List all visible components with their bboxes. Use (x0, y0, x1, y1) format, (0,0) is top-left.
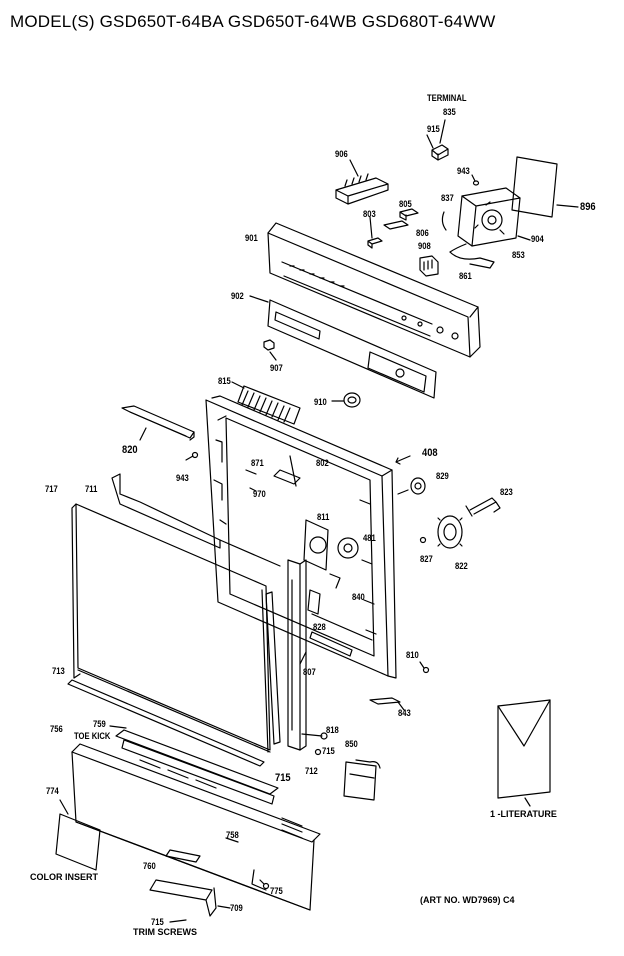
part-829 (397, 477, 426, 495)
label-toe-kick: TOE KICK (74, 731, 111, 741)
label-terminal: TERMINAL (427, 93, 467, 103)
overlay-902 (249, 295, 437, 399)
label-art-no: (ART NO. WD7969) C4 (420, 895, 515, 905)
label-810: 810 (406, 650, 419, 660)
label-906: 906 (335, 149, 348, 159)
label-822: 822 (455, 561, 468, 571)
label-818: 818 (326, 725, 339, 735)
label-803: 803 (363, 209, 376, 219)
label-717: 717 (45, 484, 58, 494)
parts-908-861 (419, 243, 495, 277)
label-color-insert: COLOR INSERT (30, 872, 99, 882)
toe-kick-759 (109, 725, 279, 805)
clip-758 (225, 837, 239, 843)
label-811: 811 (317, 512, 330, 522)
hinge-843 (369, 697, 405, 711)
label-907: 907 (270, 363, 283, 373)
label-910: 910 (314, 397, 327, 407)
label-759: 759 (93, 719, 106, 729)
label-literature: 1 -LITERATURE (490, 809, 557, 819)
label-820: 820 (122, 444, 138, 456)
trim-screw-715 (169, 919, 187, 923)
terminal-part (426, 119, 449, 161)
label-827: 827 (420, 554, 433, 564)
label-806: 806 (416, 228, 429, 238)
screw-943-top (471, 174, 480, 186)
label-943-mid: 943 (176, 473, 189, 483)
label-901: 901 (245, 233, 258, 243)
label-481: 481 (363, 533, 376, 543)
side-trim-strip (265, 591, 281, 745)
diagram-title: MODEL(S) GSD650T-64BA GSD650T-64WB GSD68… (10, 12, 496, 31)
label-715-a: 715 (322, 746, 335, 756)
gear-822 (437, 515, 463, 549)
label-709: 709 (230, 903, 243, 913)
label-756: 756 (50, 724, 63, 734)
screws-818-715 (301, 732, 328, 756)
label-807: 807 (303, 667, 316, 677)
button-907 (263, 339, 277, 361)
label-896: 896 (580, 201, 596, 213)
label-902: 902 (231, 291, 244, 301)
label-837: 837 (441, 193, 454, 203)
color-insert-774 (55, 799, 101, 871)
label-828: 828 (313, 622, 326, 632)
label-713: 713 (52, 666, 65, 676)
label-774: 774 (46, 786, 59, 796)
knob-910 (331, 392, 361, 408)
label-915: 915 (427, 124, 440, 134)
card-896 (511, 156, 579, 218)
label-840: 840 (352, 592, 365, 602)
toe-kick-756 (71, 743, 321, 911)
vent-815 (231, 381, 301, 425)
label-823: 823 (500, 487, 513, 497)
label-802: 802 (316, 458, 329, 468)
console-panel-901 (267, 222, 481, 358)
label-843: 843 (398, 708, 411, 718)
screw-810 (419, 661, 430, 674)
door-panel-717 (67, 503, 271, 767)
label-715-c: 715 (151, 917, 164, 927)
handle-820 (121, 405, 195, 441)
label-835: 835 (443, 107, 456, 117)
label-861: 861 (459, 271, 472, 281)
label-805: 805 (399, 199, 412, 209)
label-758: 758 (226, 830, 239, 840)
arrow-408 (395, 455, 411, 465)
screw-775 (259, 879, 270, 890)
timer-904 (457, 187, 531, 247)
clip-837 (441, 211, 447, 231)
label-775: 775 (270, 886, 283, 896)
inner-door-frame (205, 395, 397, 679)
label-711: 711 (85, 484, 98, 494)
label-829: 829 (436, 471, 449, 481)
label-853: 853 (512, 250, 525, 260)
bracket-850 (343, 759, 381, 801)
label-970: 970 (253, 489, 266, 499)
label-715-b: 715 (275, 772, 291, 784)
part-760 (165, 849, 201, 863)
label-760: 760 (143, 861, 156, 871)
liner-strip-711 (111, 473, 281, 567)
connector-906 (335, 159, 389, 205)
label-904: 904 (531, 234, 544, 244)
label-trim-screws: TRIM SCREWS (133, 927, 197, 937)
label-943-top: 943 (457, 166, 470, 176)
literature-envelope (497, 699, 551, 807)
side-rail (287, 559, 307, 751)
screw-827 (419, 536, 427, 544)
label-908: 908 (418, 241, 431, 251)
bracket-709 (149, 879, 231, 917)
label-871: 871 (251, 458, 264, 468)
small-parts-805 (367, 208, 419, 249)
screw-943-mid (185, 451, 199, 461)
label-712: 712 (305, 766, 318, 776)
label-815: 815 (218, 376, 231, 386)
label-408: 408 (422, 447, 438, 459)
label-850: 850 (345, 739, 358, 749)
shaft-823 (465, 497, 501, 517)
